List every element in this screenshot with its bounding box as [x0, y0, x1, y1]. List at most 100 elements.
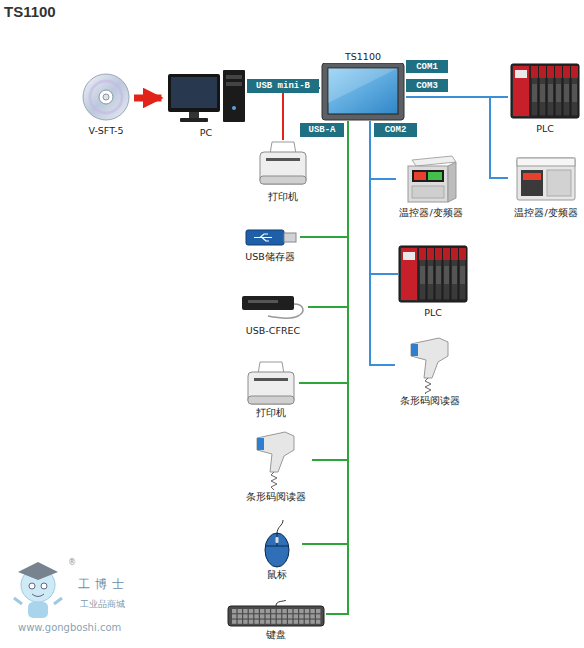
box-top [412, 156, 456, 166]
drive-bay [226, 82, 242, 86]
mouse-body [265, 533, 289, 567]
connector-line [300, 121, 348, 237]
key [294, 609, 298, 613]
key [254, 609, 258, 613]
vent-panel [547, 170, 571, 196]
key [254, 620, 258, 624]
plc-device: PLC [508, 60, 582, 135]
printer-body [248, 372, 294, 404]
key [249, 614, 253, 618]
plc-rack [399, 246, 467, 302]
device-caption: 温控器/变频器 [508, 206, 584, 219]
mascot-watermark [14, 562, 62, 618]
device-caption: TS1100 [320, 50, 406, 63]
diagram-title: TS1100 [4, 3, 56, 20]
plc-module [531, 66, 538, 116]
key [288, 620, 292, 624]
device-caption: 键盘 [226, 628, 326, 641]
key [277, 614, 281, 618]
plc-module [419, 248, 426, 300]
monitor-neck [189, 112, 199, 118]
key [260, 609, 264, 613]
key [294, 620, 298, 624]
plc-terminal [452, 266, 457, 284]
display-digits [523, 173, 541, 180]
plc-module [547, 66, 554, 116]
plc-module-top [419, 248, 426, 260]
plc-module-top [555, 66, 562, 78]
plc-module-top [547, 66, 554, 78]
cable [268, 304, 303, 318]
key [238, 609, 242, 613]
disc-hub [99, 90, 113, 104]
plc-device-icon [508, 60, 582, 122]
plc-module [563, 66, 570, 116]
pc-computer-icon [165, 68, 247, 126]
box-side [448, 162, 456, 202]
plc-module [451, 248, 458, 300]
device-caption: 条形码阅读器 [240, 490, 312, 503]
hmi-panel: TS1100 [320, 50, 406, 121]
plc-terminal [420, 266, 425, 284]
printer-base [260, 176, 306, 184]
key [260, 620, 264, 624]
port-badge: COM2 [374, 123, 417, 137]
usb-symbol [254, 234, 272, 241]
mouse-buttons [265, 533, 289, 546]
connector-line [370, 121, 398, 274]
port-badge: USB-A [300, 123, 344, 137]
device-caption: V-SFT-5 [78, 124, 134, 137]
plc-label [515, 70, 527, 78]
key [232, 614, 236, 618]
key [232, 609, 236, 613]
mouse-device: 鼠标 [252, 520, 302, 581]
stick-body [246, 230, 284, 245]
port-badge: USB mini-B [247, 79, 319, 93]
front-panel [521, 170, 543, 196]
printer-body [260, 152, 306, 184]
usb-storage: USB储存器 [240, 224, 300, 263]
key [266, 614, 270, 618]
paper-slot [254, 378, 288, 381]
port-label: USB-A [308, 124, 335, 136]
key [305, 614, 309, 618]
barcode-reader-icon [395, 336, 465, 394]
scanner-body [411, 338, 448, 378]
key [277, 609, 281, 613]
plc-rack [511, 64, 579, 118]
scanner-window [411, 344, 418, 356]
key [282, 614, 286, 618]
display-digits [428, 172, 442, 180]
device-caption: USB-CFREC [238, 324, 308, 337]
key [249, 609, 253, 613]
controller-device-icon [508, 150, 584, 206]
plc-terminal [556, 84, 561, 102]
disc-hole [103, 94, 109, 100]
device-caption: 条形码阅读器 [395, 394, 465, 407]
key [238, 620, 242, 624]
plc-terminal [540, 84, 545, 102]
barcode-reader: 条形码阅读器 [240, 430, 312, 503]
plc-module [459, 248, 466, 300]
box-front [408, 166, 448, 202]
plc-module-top [443, 248, 450, 260]
barcode-reader: 条形码阅读器 [395, 336, 465, 407]
key [299, 614, 303, 618]
key [266, 609, 270, 613]
key [310, 614, 314, 618]
plc-device: PLC [398, 242, 468, 319]
port-label: COM3 [416, 80, 438, 92]
printer-device: 打印机 [243, 360, 299, 419]
key [316, 609, 320, 613]
monitor-frame [168, 74, 220, 112]
cable [277, 520, 283, 534]
key [310, 609, 314, 613]
plc-terminal [444, 266, 449, 284]
device-caption: PLC [508, 122, 582, 135]
scanner-window [257, 438, 264, 450]
key [232, 620, 236, 624]
paper-slot [266, 158, 300, 161]
keyboard-device-icon [226, 600, 326, 628]
plc-module [555, 66, 562, 116]
